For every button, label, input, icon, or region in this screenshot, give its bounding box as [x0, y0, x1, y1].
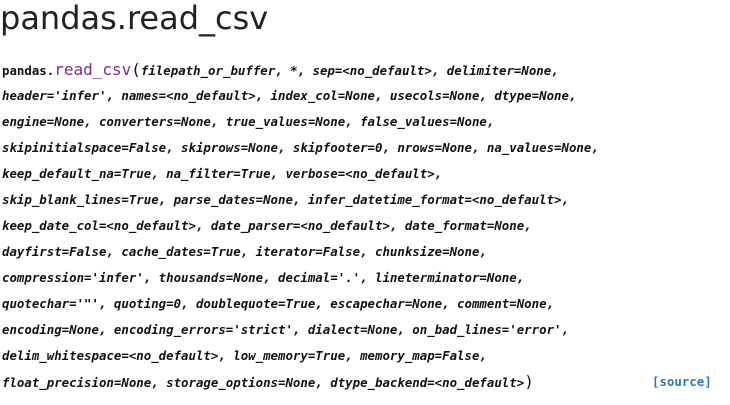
signature-params: filepath_or_buffer, *, sep=<no_default>,… — [140, 63, 559, 78]
page-title: pandas.read_csv — [0, 0, 269, 37]
signature-line: dayfirst=False, cache_dates=True, iterat… — [2, 239, 728, 265]
signature-params: dayfirst=False, cache_dates=True, iterat… — [2, 244, 487, 259]
signature-line: compression='infer', thousands=None, dec… — [2, 265, 728, 291]
signature-line: encoding=None, encoding_errors='strict',… — [2, 317, 728, 343]
signature-params: encoding=None, encoding_errors='strict',… — [2, 322, 569, 337]
function-name: read_csv — [54, 60, 132, 79]
signature-line: delim_whitespace=<no_default>, low_memor… — [2, 343, 728, 369]
module-prefix: pandas. — [2, 63, 55, 78]
signature-line: keep_date_col=<no_default>, date_parser=… — [2, 213, 728, 239]
signature-params: header='infer', names=<no_default>, inde… — [2, 88, 577, 103]
signature-line: quotechar='"', quoting=0, doublequote=Tr… — [2, 291, 728, 317]
signature-line: engine=None, converters=None, true_value… — [2, 109, 728, 135]
signature-line: skipinitialspace=False, skiprows=None, s… — [2, 135, 728, 161]
signature-params: quotechar='"', quoting=0, doublequote=Tr… — [2, 296, 555, 311]
open-paren: ( — [131, 60, 141, 79]
signature-line: header='infer', names=<no_default>, inde… — [2, 83, 728, 109]
function-signature: pandas.read_csv(filepath_or_buffer, *, s… — [2, 57, 728, 395]
signature-params: skipinitialspace=False, skiprows=None, s… — [2, 140, 599, 155]
signature-params: engine=None, converters=None, true_value… — [2, 114, 495, 129]
signature-params: delim_whitespace=<no_default>, low_memor… — [2, 348, 487, 363]
signature-line: keep_default_na=True, na_filter=True, ve… — [2, 161, 728, 187]
signature-params: compression='infer', thousands=None, dec… — [2, 270, 525, 285]
close-paren: ) — [524, 372, 534, 391]
source-link[interactable]: [source] — [652, 374, 712, 389]
signature-line: float_precision=None, storage_options=No… — [2, 369, 728, 395]
signature-params: float_precision=None, storage_options=No… — [2, 375, 525, 390]
signature-line: skip_blank_lines=True, parse_dates=None,… — [2, 187, 728, 213]
signature-params: skip_blank_lines=True, parse_dates=None,… — [2, 192, 569, 207]
signature-params: keep_date_col=<no_default>, date_parser=… — [2, 218, 532, 233]
signature-line: pandas.read_csv(filepath_or_buffer, *, s… — [2, 57, 728, 83]
signature-params: keep_default_na=True, na_filter=True, ve… — [2, 166, 443, 181]
